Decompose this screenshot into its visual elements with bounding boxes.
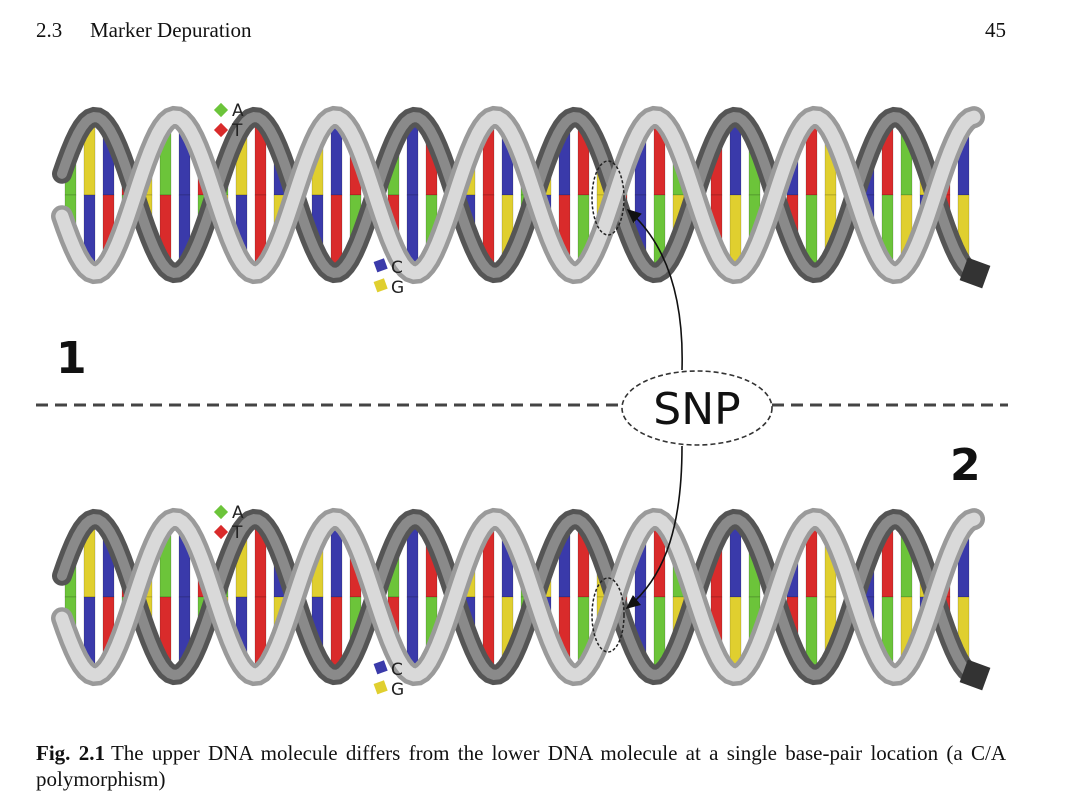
snp-bubble: [621, 370, 773, 446]
section-title: Marker Depuration: [90, 18, 252, 42]
dna-snp-figure: A T C G A T C G 1 2 SNP: [0, 70, 1086, 720]
molecule-label-1: 1: [56, 333, 87, 384]
dna-helix-upper: [51, 105, 991, 289]
snp-arrow-upper: [626, 208, 683, 371]
legend-t-swatch: [213, 122, 229, 138]
base-pair-segment: [330, 596, 343, 668]
caption-text: The upper DNA molecule differs from the …: [36, 741, 1006, 791]
legend-g-swatch: [373, 278, 388, 293]
legend-c-label: C: [391, 258, 403, 278]
page-number: 45: [985, 18, 1006, 42]
legend-a-swatch: [213, 504, 229, 520]
legend-a-label: A: [232, 101, 244, 121]
legend-a-label: A: [232, 503, 244, 523]
legend-c-swatch: [373, 258, 388, 273]
legend-c-swatch: [373, 660, 388, 675]
figure-canvas: A T C G A T C G 1 2 SNP: [36, 101, 1008, 700]
backbone-strand-front-highlight: [55, 512, 981, 682]
snp-arrow-lower: [625, 445, 683, 610]
base-pair-segment: [729, 124, 742, 196]
snp-label: SNP: [653, 384, 740, 435]
section-number: 2.3: [36, 18, 63, 42]
base-pair-segment: [330, 194, 343, 266]
helix-end-cap: [959, 659, 991, 691]
legend-t-label: T: [231, 523, 243, 543]
base-pair-segment: [406, 527, 419, 598]
dna-helix-lower: [51, 507, 991, 691]
molecule-label-2: 2: [950, 440, 981, 491]
legend-g-label: G: [391, 278, 404, 298]
legend-g-swatch: [373, 680, 388, 695]
legend-a-swatch: [213, 102, 229, 118]
legend-t-swatch: [213, 524, 229, 540]
base-pair-segment: [330, 124, 343, 196]
base-pair-segment: [729, 194, 742, 266]
legend-t-label: T: [231, 121, 243, 141]
helix-end-cap: [959, 257, 991, 289]
legend-g-label: G: [391, 680, 404, 700]
base-pair-segment: [729, 596, 742, 668]
running-header: 2.3 Marker Depuration 45: [36, 18, 1006, 48]
snp-highlight-lower: [591, 577, 625, 653]
base-pair-segment: [406, 125, 419, 196]
base-pair-segment: [729, 526, 742, 598]
base-pair-segment: [330, 526, 343, 598]
backbone-strand-front-highlight: [55, 110, 981, 280]
snp-highlight-upper: [591, 160, 625, 236]
legend-lower: A T C G: [213, 503, 404, 700]
caption-label: Fig. 2.1: [36, 741, 105, 765]
legend-c-label: C: [391, 660, 403, 680]
